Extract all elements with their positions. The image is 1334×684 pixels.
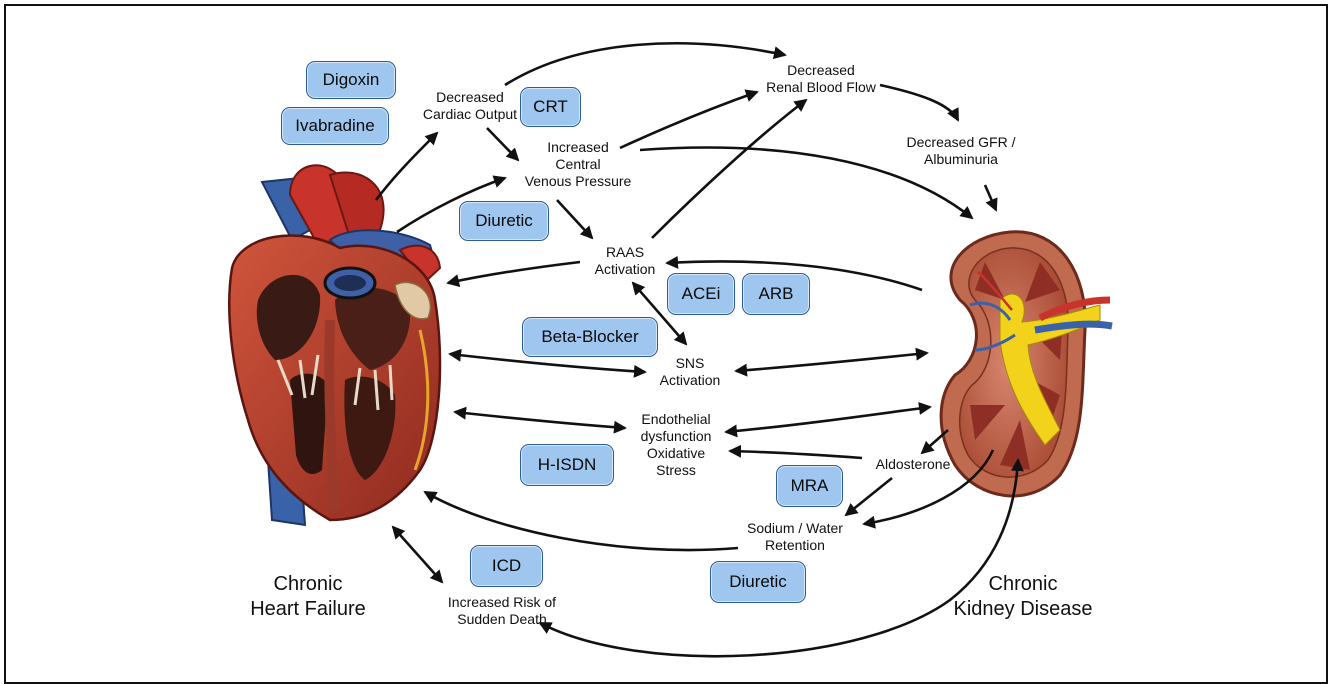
arrow-heart-endothelial (455, 412, 625, 428)
arrow-raas-to-heart (448, 262, 580, 283)
arrow-cvp-to-raas (557, 200, 592, 238)
arrow-endothelial-kidney (726, 407, 930, 432)
arrow-sodium-to-heart (425, 492, 738, 550)
node-sudden-death-risk: Increased Risk of Sudden Death (432, 594, 572, 628)
therapy-h-isdn: H-ISDN (520, 444, 614, 486)
therapy-acei: ACEi (667, 273, 735, 315)
node-sns-activation: SNS Activation (645, 355, 735, 389)
node-endothelial-dysfunction: Endothelial dysfunction Oxidative Stress (618, 411, 734, 479)
heart-failure-title: Chronic Heart Failure (238, 572, 378, 622)
therapy-diuretic-top: Diuretic (459, 201, 549, 241)
therapy-beta-blocker: Beta-Blocker (522, 317, 658, 357)
therapy-diuretic-bottom: Diuretic (710, 561, 806, 603)
node-decreased-cardiac-output: Decreased Cardiac Output (414, 89, 526, 123)
arrow-heart-sudden-death (393, 527, 442, 582)
arrow-gfr-to-kidney (985, 185, 996, 210)
therapy-ivabradine: Ivabradine (281, 107, 389, 145)
therapy-crt: CRT (520, 87, 581, 127)
node-decreased-gfr: Decreased GFR / Albuminuria (886, 134, 1036, 168)
therapy-mra: MRA (776, 465, 843, 507)
node-decreased-renal-blood-flow: Decreased Renal Blood Flow (746, 62, 896, 96)
node-raas-activation: RAAS Activation (580, 244, 670, 278)
arrow-aldosterone-to-sodium (846, 478, 892, 515)
node-sodium-water-retention: Sodium / Water Retention (724, 520, 866, 554)
therapy-icd: ICD (470, 545, 543, 587)
kidney-disease-title: Chronic Kidney Disease (928, 572, 1118, 622)
arrow-co-to-renal-flow (505, 43, 785, 85)
therapy-arb: ARB (742, 273, 810, 315)
arrow-sns-kidney (736, 353, 927, 371)
node-aldosterone: Aldosterone (858, 456, 968, 473)
therapy-digoxin: Digoxin (306, 61, 396, 99)
arrow-raas-to-renal-flow (652, 100, 806, 238)
arrow-aldosterone-to-endothelial (730, 451, 862, 458)
node-increased-cvp: Increased Central Venous Pressure (505, 139, 651, 190)
heart-illustration (229, 165, 440, 525)
